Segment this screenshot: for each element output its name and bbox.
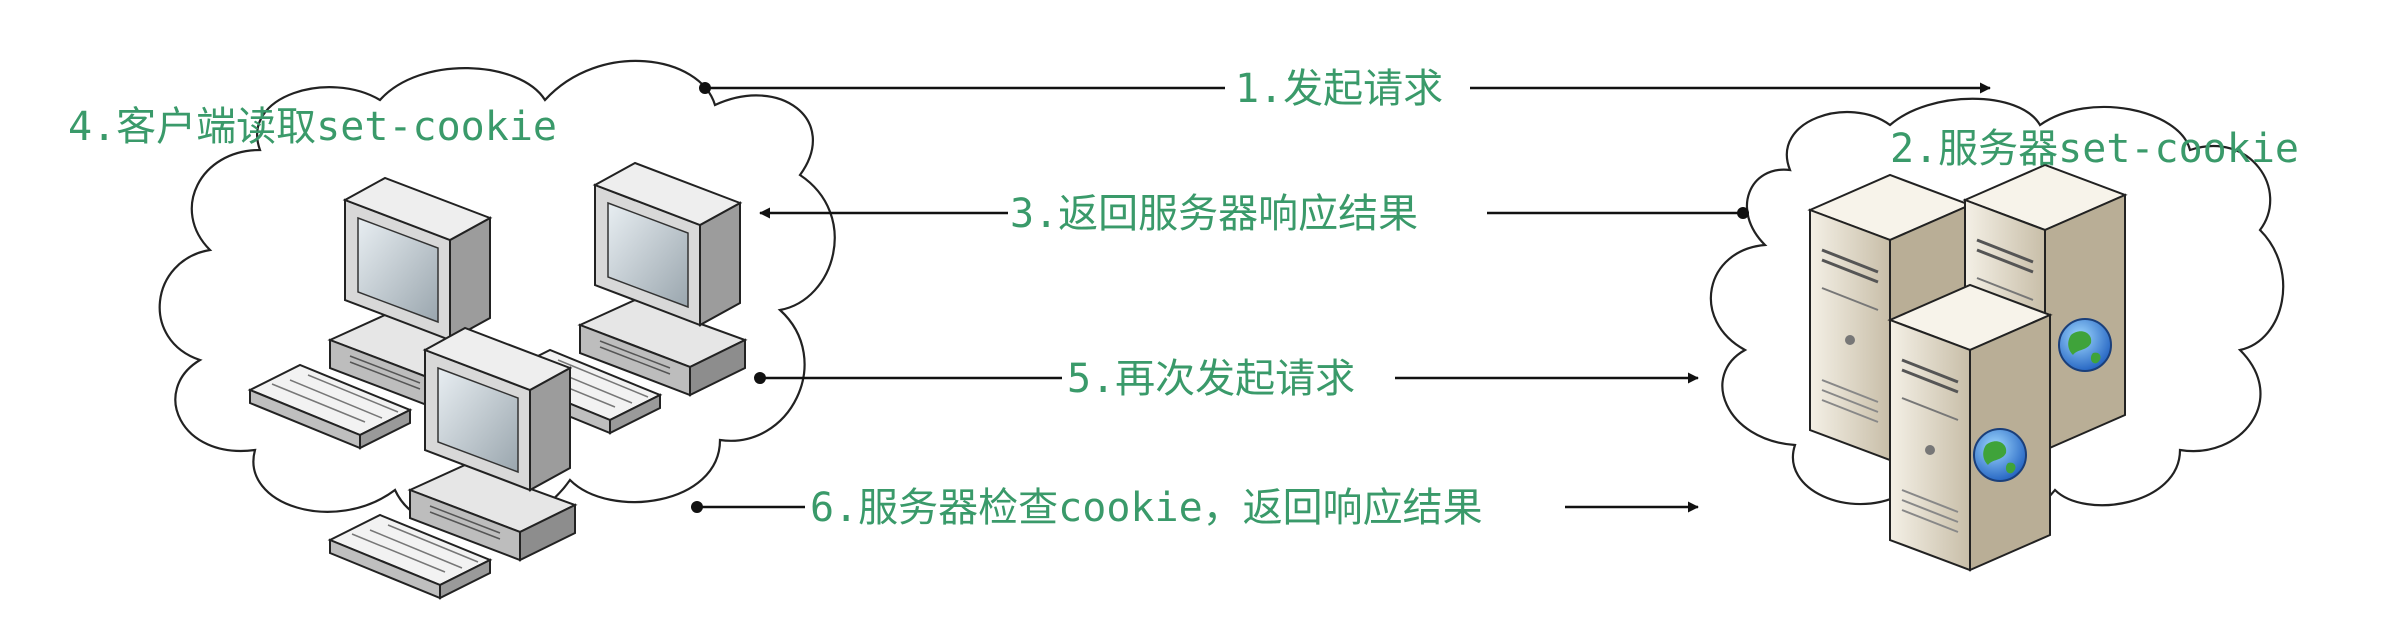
globe-icon xyxy=(2058,318,2112,372)
flow-label-cookie-check: 6.服务器检查cookie，返回响应结果 xyxy=(810,485,1483,531)
flow-cookie-check: 6.服务器检查cookie，返回响应结果 xyxy=(691,485,1699,531)
flow-response: 3.返回服务器响应结果 xyxy=(759,191,1749,237)
server-label: 2.服务器set-cookie xyxy=(1890,126,2299,172)
client-label: 4.客户端读取set-cookie xyxy=(68,104,557,150)
flow-label-request: 1.发起请求 xyxy=(1235,66,1443,112)
flow-label-response: 3.返回服务器响应结果 xyxy=(1010,191,1418,237)
server-tower-icon xyxy=(1888,283,2052,572)
flow-request: 1.发起请求 xyxy=(699,66,1991,112)
globe-icon xyxy=(1973,428,2027,482)
flow-label-request-again: 5.再次发起请求 xyxy=(1067,356,1355,402)
flow-request-again: 5.再次发起请求 xyxy=(754,356,1699,402)
